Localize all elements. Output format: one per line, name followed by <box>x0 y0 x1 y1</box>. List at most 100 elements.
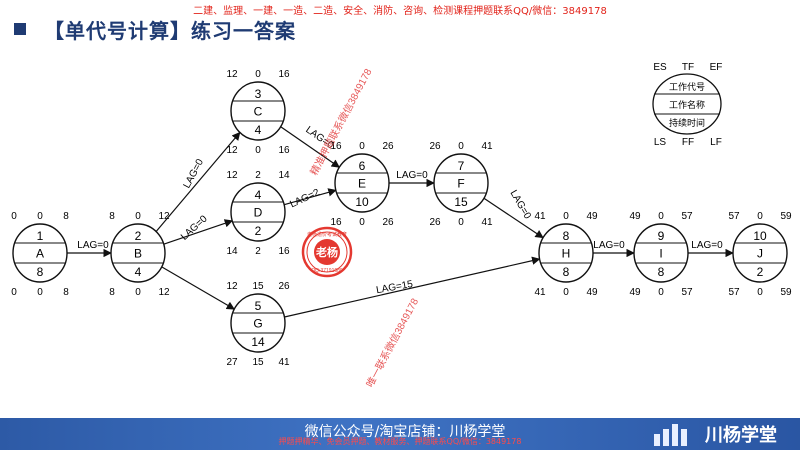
legend-duration: 持续时间 <box>669 117 705 128</box>
legend-es: ES <box>653 62 667 73</box>
lag-label-B-C: LAG=0 <box>182 157 207 190</box>
lag-label-A-B: LAG=0 <box>77 240 109 251</box>
node-lf: 26 <box>382 217 394 228</box>
node-lf: 12 <box>158 287 170 298</box>
lag-label-B-D: LAG=0 <box>179 213 210 242</box>
node-ff: 0 <box>255 145 261 156</box>
node-number: 7 <box>458 159 465 173</box>
node-ff: 0 <box>135 287 141 298</box>
node-name: F <box>457 177 464 191</box>
lag-label-I-J: LAG=0 <box>691 240 723 251</box>
node-es: 12 <box>226 170 238 181</box>
node-ef: 57 <box>681 211 693 222</box>
node-lf: 49 <box>586 287 598 298</box>
stamp-number-text: QQ:37191689 <box>311 268 343 274</box>
node-tf: 0 <box>757 211 763 222</box>
edge-F-H <box>483 197 544 239</box>
legend-ls: LS <box>654 137 667 148</box>
node-ef: 16 <box>278 69 290 80</box>
node-tf: 0 <box>563 211 569 222</box>
node-duration: 2 <box>757 265 764 279</box>
edge-B-C <box>155 131 241 232</box>
node-ellipse <box>538 223 594 283</box>
node-duration: 8 <box>37 265 44 279</box>
node-lf: 16 <box>278 145 290 156</box>
node-name: G <box>253 317 262 331</box>
stamp-center-text: 老杨 <box>315 245 338 259</box>
legend-ef: EF <box>710 62 723 73</box>
node-name: A <box>36 247 44 261</box>
node-duration: 4 <box>135 265 142 279</box>
node-ellipse <box>12 223 68 283</box>
node-ff: 15 <box>252 357 264 368</box>
title-bar: 【单代号计算】练习一答案 <box>14 16 296 43</box>
node-ef: 12 <box>158 211 170 222</box>
node-ls: 27 <box>226 357 238 368</box>
node-es: 49 <box>629 211 641 222</box>
node-name: I <box>659 247 662 261</box>
node-ef: 49 <box>586 211 598 222</box>
node-ellipse <box>433 153 489 213</box>
node-ls: 57 <box>728 287 740 298</box>
node-es: 26 <box>429 141 441 152</box>
legend-tf: TF <box>682 62 694 73</box>
node-number: 3 <box>255 87 262 101</box>
legend-ff: FF <box>682 137 694 148</box>
node-tf: 0 <box>135 211 141 222</box>
node-es: 0 <box>11 211 17 222</box>
node-ff: 0 <box>37 287 43 298</box>
lag-label-E-F: LAG=0 <box>396 170 428 181</box>
legend-name: 工作名称 <box>669 99 705 110</box>
node-ellipse <box>230 293 286 353</box>
node-ff: 0 <box>757 287 763 298</box>
node-es: 12 <box>226 69 238 80</box>
node-duration: 14 <box>251 335 265 349</box>
node-name: E <box>358 177 366 191</box>
node-lf: 41 <box>278 357 290 368</box>
node-duration: 8 <box>658 265 665 279</box>
brand-logo-icon <box>650 422 696 446</box>
node-es: 16 <box>330 141 342 152</box>
node-name: B <box>134 247 142 261</box>
lag-label-D-E: LAG=2 <box>288 187 322 210</box>
node-lf: 41 <box>481 217 493 228</box>
node-ls: 12 <box>226 145 238 156</box>
node-name: D <box>254 206 263 220</box>
node-tf: 2 <box>255 170 261 181</box>
node-lf: 57 <box>681 287 693 298</box>
stamp-outer-text: 老杨造价考试教育 <box>307 231 347 238</box>
node-number: 4 <box>255 188 262 202</box>
node-tf: 15 <box>252 281 264 292</box>
legend-lf: LF <box>710 137 722 148</box>
footer-brand: 川杨学堂 <box>705 425 777 446</box>
title-square-icon <box>14 23 26 35</box>
node-ellipse <box>633 223 689 283</box>
node-lf: 59 <box>780 287 792 298</box>
promo-banner: 二建、监理、一建、一造、二造、安全、消防、咨询、检测课程押题联系QQ/微信：38… <box>193 6 607 17</box>
node-number: 8 <box>563 229 570 243</box>
node-es: 12 <box>226 281 238 292</box>
node-duration: 2 <box>255 224 262 238</box>
node-ef: 8 <box>63 211 69 222</box>
node-ls: 0 <box>11 287 17 298</box>
node-tf: 0 <box>37 211 43 222</box>
node-ls: 41 <box>534 287 546 298</box>
node-tf: 0 <box>458 141 464 152</box>
node-ef: 59 <box>780 211 792 222</box>
node-ff: 0 <box>458 217 464 228</box>
node-ff: 0 <box>359 217 365 228</box>
node-ls: 26 <box>429 217 441 228</box>
edge-B-D <box>163 219 234 245</box>
node-ls: 8 <box>109 287 115 298</box>
node-ellipse <box>732 223 788 283</box>
node-lf: 16 <box>278 246 290 257</box>
node-ef: 26 <box>382 141 394 152</box>
edge-B-G <box>161 266 235 310</box>
